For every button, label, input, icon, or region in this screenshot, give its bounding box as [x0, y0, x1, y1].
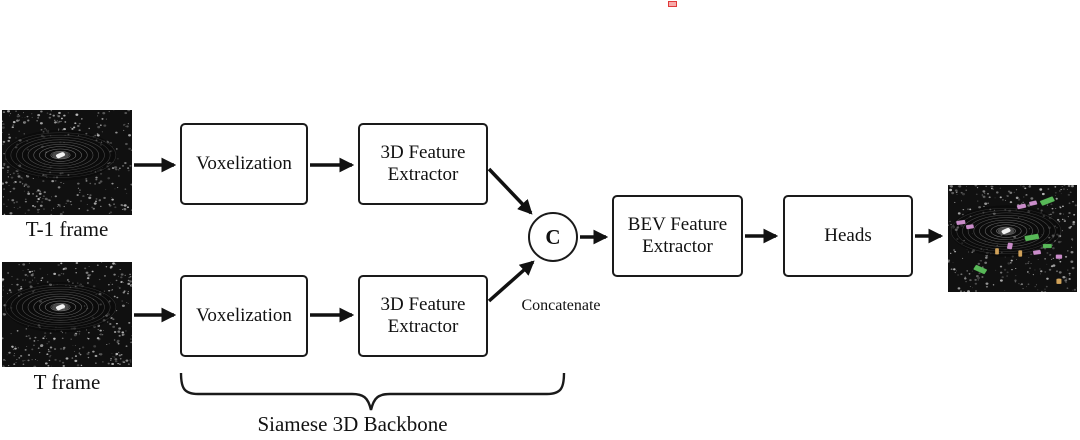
- backbone-brace: [179, 372, 566, 411]
- annotation-marker: [668, 1, 677, 7]
- feature-extractor-bottom-line1: 3D Feature: [380, 293, 466, 315]
- bev-line1: BEV Feature: [627, 213, 728, 235]
- voxelization-top-box: Voxelization: [180, 123, 308, 205]
- bev-feature-extractor-box: BEV Feature Extractor: [612, 195, 743, 277]
- lidar-output-detections-image: [948, 185, 1077, 292]
- input-t1-label: T-1 frame: [25, 217, 109, 241]
- feature-extractor-top-line1: 3D Feature: [380, 141, 466, 163]
- heads-box: Heads: [783, 195, 913, 277]
- feature-extractor-top-line2: Extractor: [387, 164, 459, 185]
- input-t-label: T frame: [33, 370, 101, 394]
- concatenate-label: Concatenate: [521, 297, 601, 314]
- arrow-fe-top-to-concat: [487, 167, 533, 215]
- concat-symbol: C: [545, 224, 561, 249]
- voxelization-bottom-box: Voxelization: [180, 275, 308, 357]
- heads-label: Heads: [824, 224, 872, 246]
- concat-node: C: [528, 212, 578, 262]
- siamese-backbone-label: Siamese 3D Backbone: [257, 412, 448, 436]
- voxelization-bottom-label: Voxelization: [196, 304, 292, 326]
- arrow-fe-bottom-to-concat: [487, 260, 535, 303]
- lidar-input-t1-image: [2, 110, 132, 215]
- feature-extractor-bottom-box: 3D Feature Extractor: [358, 275, 488, 357]
- feature-extractor-bottom-line2: Extractor: [387, 316, 459, 337]
- feature-extractor-top-box: 3D Feature Extractor: [358, 123, 488, 205]
- bev-line2: Extractor: [642, 236, 713, 257]
- voxelization-top-label: Voxelization: [196, 152, 292, 174]
- lidar-input-t-image: [2, 262, 132, 367]
